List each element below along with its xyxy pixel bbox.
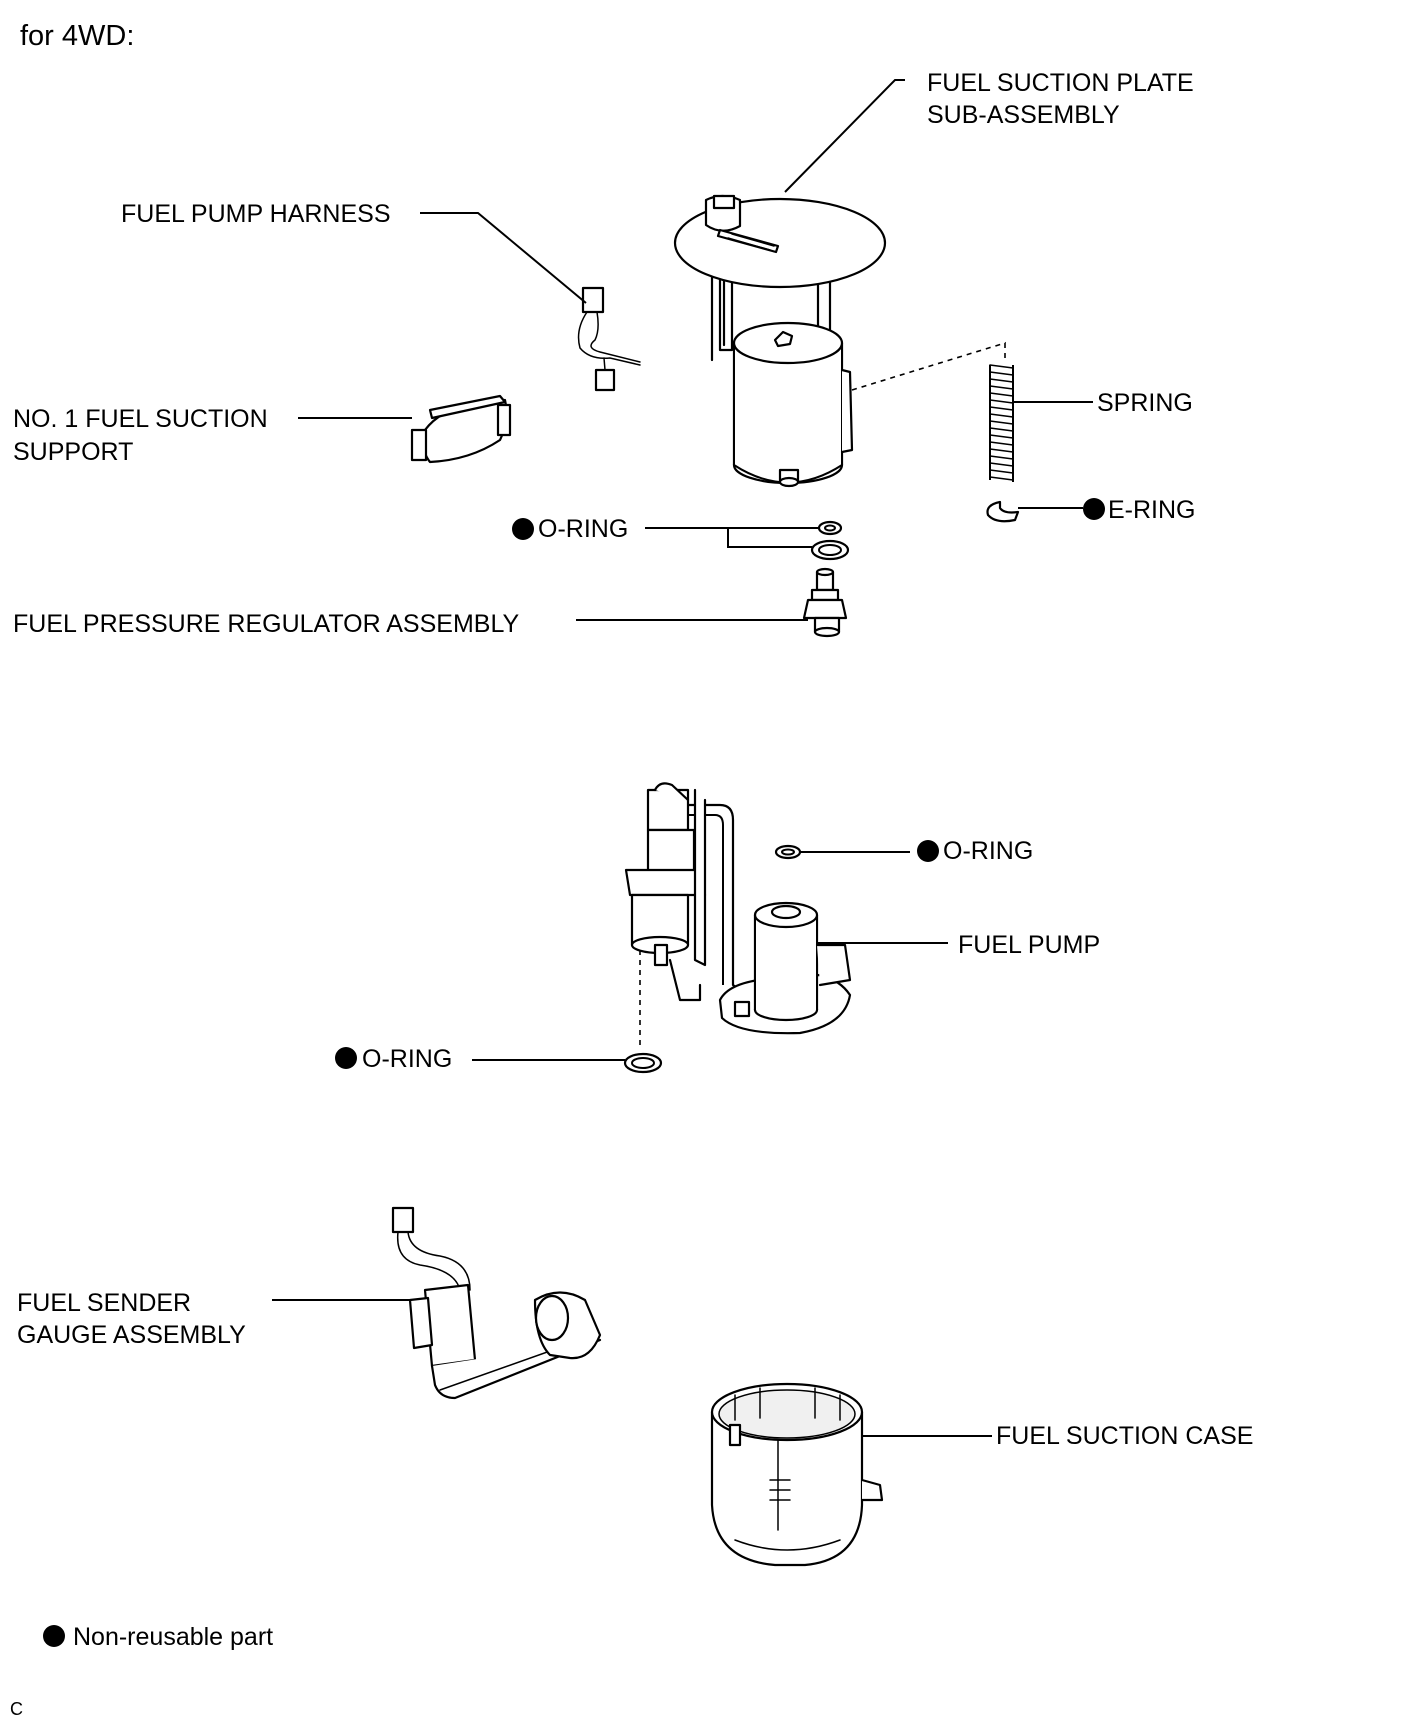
lower-o-ring-drawing xyxy=(623,1052,663,1074)
label-o-ring-upper: O-RING xyxy=(538,515,628,543)
fuel-sender-gauge-drawing xyxy=(391,1206,602,1400)
non-reusable-marker-o-ring-pump xyxy=(917,840,939,862)
label-no1-fuel-suction-support-2: SUPPORT xyxy=(13,438,133,466)
no1-fuel-suction-support-drawing xyxy=(410,394,512,464)
non-reusable-marker-o-ring-upper xyxy=(512,518,534,540)
fuel-suction-case-drawing xyxy=(710,1382,884,1567)
label-e-ring: E-RING xyxy=(1108,496,1196,524)
figure-code: C xyxy=(10,1699,23,1719)
label-fuel-suction-case: FUEL SUCTION CASE xyxy=(996,1422,1253,1450)
label-o-ring-lower: O-RING xyxy=(362,1045,452,1073)
pump-o-ring-drawing xyxy=(774,844,802,860)
legend-text: Non-reusable part xyxy=(73,1623,273,1651)
label-fuel-suction-plate-1: FUEL SUCTION PLATE xyxy=(927,69,1194,97)
e-ring-drawing xyxy=(986,500,1020,523)
upper-o-rings-drawing xyxy=(810,520,850,561)
leader-fuel-suction-plate xyxy=(784,79,905,193)
fuel-pressure-regulator-drawing xyxy=(802,567,848,638)
diagram-title: for 4WD: xyxy=(20,20,134,52)
label-fuel-sender-gauge-2: GAUGE ASSEMBLY xyxy=(17,1321,246,1349)
non-reusable-marker-e-ring xyxy=(1083,498,1105,520)
pump-bracket-drawing xyxy=(624,782,852,1050)
non-reusable-marker-o-ring-lower xyxy=(335,1047,357,1069)
label-spring: SPRING xyxy=(1097,389,1193,417)
leader-fuel-pump-harness xyxy=(420,212,587,304)
spring-drawing xyxy=(989,364,1014,482)
label-fuel-pressure-regulator: FUEL PRESSURE REGULATOR ASSEMBLY xyxy=(13,610,519,638)
label-no1-fuel-suction-support-1: NO. 1 FUEL SUCTION xyxy=(13,405,268,433)
label-fuel-suction-plate-2: SUB-ASSEMBLY xyxy=(927,101,1120,129)
fuel-pump-harness-drawing xyxy=(577,286,641,392)
label-o-ring-pump: O-RING xyxy=(943,837,1033,865)
legend-marker xyxy=(43,1625,65,1647)
label-fuel-pump: FUEL PUMP xyxy=(958,931,1100,959)
leader-o-ring-upper xyxy=(645,527,818,548)
label-fuel-sender-gauge-1: FUEL SENDER xyxy=(17,1289,191,1317)
fuel-suction-plate-assembly-drawing xyxy=(673,194,1006,488)
label-fuel-pump-harness: FUEL PUMP HARNESS xyxy=(121,200,391,228)
